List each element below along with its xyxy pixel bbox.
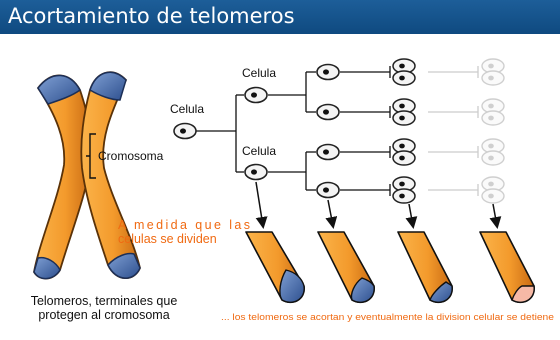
chromatid-tip-4 xyxy=(479,231,535,304)
telomere-bottom-left xyxy=(33,256,61,280)
telomere-diagram: Cromosoma Celula xyxy=(31,58,554,323)
chromosome xyxy=(33,71,141,280)
cell-gen2-4 xyxy=(316,181,340,199)
cell-root xyxy=(173,122,197,140)
chromatid-tip-1 xyxy=(245,231,305,304)
title-bar: Acortamiento de telomeros xyxy=(0,0,560,34)
cell-pair-4 xyxy=(392,176,416,204)
division-arrows xyxy=(255,181,502,229)
telomeres-caption-line2: protegen al cromosoma xyxy=(38,308,169,322)
telomere-top-right xyxy=(89,71,127,101)
chromosome-bracket xyxy=(86,133,96,179)
telomere-bottom-right xyxy=(107,252,141,279)
cell-tree xyxy=(196,71,390,191)
telomere-top-left xyxy=(37,74,81,105)
cell-pair-faint-2 xyxy=(481,98,505,126)
cell-gen2-3 xyxy=(316,143,340,161)
cell-gen2-1 xyxy=(316,63,340,81)
telomeres-caption-line1: Telomeros, terminales que xyxy=(31,294,178,308)
chromatid-tip-2 xyxy=(317,231,375,304)
slide-title: Acortamiento de telomeros xyxy=(8,4,295,28)
cell-root-label: Celula xyxy=(170,102,204,116)
cell-bottom xyxy=(244,163,268,181)
cell-gen2-2 xyxy=(316,103,340,121)
cell-pair-3 xyxy=(392,138,416,166)
cell-pair-1 xyxy=(392,58,416,86)
division-caption-line2: celulas se dividen xyxy=(118,232,217,246)
bottom-note: ... los telomeros se acortan y eventualm… xyxy=(221,312,554,323)
cell-bottom-label: Celula xyxy=(242,144,276,158)
chromatid-tip-3 xyxy=(397,231,453,304)
cell-tree-faint xyxy=(428,71,478,191)
cell-pair-faint-1 xyxy=(481,58,505,86)
cell-pair-2 xyxy=(392,98,416,126)
chromosome-label: Cromosoma xyxy=(98,149,164,163)
cell-pair-faint-4 xyxy=(481,176,505,204)
cell-top-label: Celula xyxy=(242,66,276,80)
cell-pair-faint-3 xyxy=(481,138,505,166)
division-caption-line1: A medida que las xyxy=(118,218,250,232)
cell-top xyxy=(244,86,268,104)
